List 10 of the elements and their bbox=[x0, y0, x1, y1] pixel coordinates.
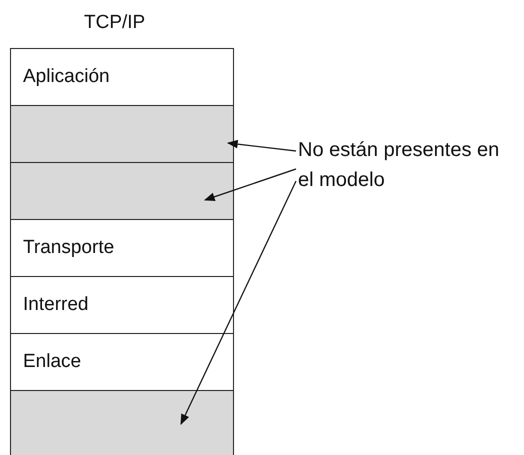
leader-arrow bbox=[204, 168, 296, 201]
empty-layer-box bbox=[10, 105, 234, 163]
empty-layer-box bbox=[10, 162, 234, 220]
callout-text: No están presentes en el modelo bbox=[298, 135, 508, 195]
leader-arrow bbox=[226, 140, 296, 152]
layer-box: Transporte bbox=[10, 219, 234, 277]
empty-layer-box bbox=[10, 390, 234, 455]
layer-box: Interred bbox=[10, 276, 234, 334]
stack-title: TCP/IP bbox=[84, 12, 146, 34]
leader-arrow bbox=[180, 180, 297, 425]
